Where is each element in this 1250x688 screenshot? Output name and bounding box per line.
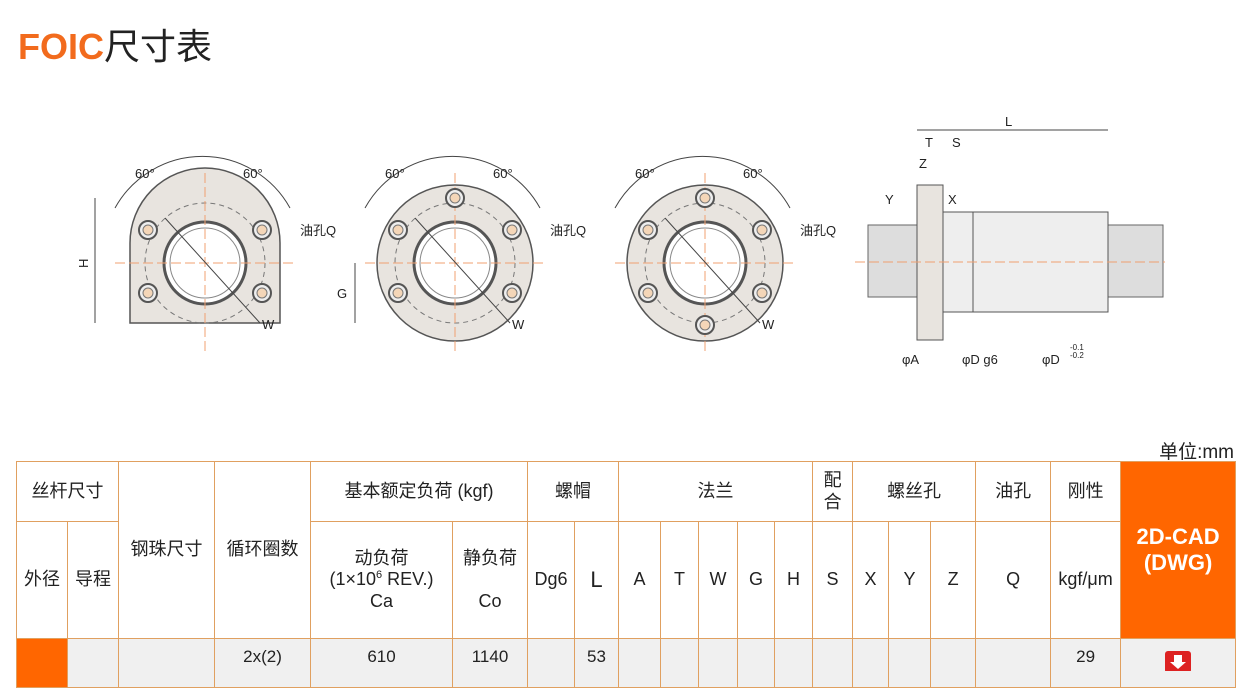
dimension-drawings: 60° 60° 油孔Q W H 60° 60° 油孔Q W G 60° 60° 油孔Q… — [76, 114, 1165, 367]
header-z: Z — [930, 521, 977, 639]
cell — [930, 638, 977, 688]
header-rigidity-unit: kgf/μm — [1050, 521, 1122, 639]
svg-text:油孔Q: 油孔Q — [550, 223, 586, 238]
header-a: A — [618, 521, 662, 639]
svg-text:X: X — [948, 192, 957, 207]
header-2d-cad: 2D-CAD(DWG) — [1120, 461, 1237, 639]
cell — [737, 638, 776, 688]
svg-text:Z: Z — [919, 156, 927, 171]
cell — [527, 638, 576, 688]
cell — [774, 638, 814, 688]
svg-text:H: H — [76, 259, 91, 268]
header-flange: 法兰 — [618, 461, 814, 522]
spec-table: 丝杆尺寸 钢珠尺寸 循环圈数 基本额定负荷 (kgf) 螺帽 法兰 配合 螺丝孔… — [16, 461, 1237, 688]
header-l: L — [574, 521, 620, 639]
header-dg6: Dg6 — [527, 521, 576, 639]
header-nut: 螺帽 — [527, 461, 620, 522]
header-fit: 配合 — [812, 461, 854, 522]
cad-download-button[interactable] — [1120, 638, 1237, 688]
download-icon — [1165, 651, 1192, 673]
cell: 53 — [574, 638, 620, 688]
cell — [67, 638, 119, 688]
unit-label: 单位:mm — [1159, 442, 1234, 463]
header-dynamic-load: 动负荷(1×106 REV.)Ca — [310, 521, 453, 639]
cell — [975, 638, 1052, 688]
svg-text:油孔Q: 油孔Q — [300, 223, 336, 238]
header-bolt-hole: 螺丝孔 — [852, 461, 977, 522]
svg-text:60°: 60° — [243, 166, 263, 181]
header-g: G — [737, 521, 776, 639]
header-h: H — [774, 521, 814, 639]
cell — [812, 638, 854, 688]
cell: 29 — [1050, 638, 1122, 688]
header-outer-diameter: 外径 — [16, 521, 68, 639]
svg-text:W: W — [262, 317, 275, 332]
header-load: 基本额定负荷 (kgf) — [309, 461, 529, 522]
cell: 610 — [310, 638, 453, 688]
cell — [888, 638, 932, 688]
header-oil-hole: 油孔 — [975, 461, 1052, 522]
header-rigidity: 刚性 — [1050, 461, 1122, 522]
header-t: T — [660, 521, 700, 639]
header-screw-size: 丝杆尺寸 — [16, 461, 119, 522]
cell: 1140 — [451, 638, 529, 688]
cell — [118, 638, 215, 688]
header-lead: 导程 — [67, 521, 119, 639]
svg-text:60°: 60° — [135, 166, 155, 181]
row-marker — [16, 638, 68, 688]
svg-text:S: S — [952, 135, 961, 150]
cell — [660, 638, 700, 688]
page-title: FOIC尺寸表 — [18, 26, 213, 67]
header-q: Q — [975, 521, 1052, 639]
svg-text:60°: 60° — [743, 166, 763, 181]
svg-text:L: L — [1005, 114, 1012, 129]
header-y: Y — [888, 521, 932, 639]
svg-text:Y: Y — [885, 192, 894, 207]
cell: 2x(2) — [214, 638, 311, 688]
svg-text:φD g6: φD g6 — [962, 352, 998, 367]
svg-text:φD: φD — [1042, 352, 1060, 367]
cell — [852, 638, 890, 688]
svg-text:60°: 60° — [635, 166, 655, 181]
svg-text:W: W — [762, 317, 775, 332]
header-s: S — [812, 521, 854, 639]
cell — [618, 638, 662, 688]
header-ball-size: 钢珠尺寸 — [118, 461, 215, 639]
header-w: W — [698, 521, 739, 639]
svg-text:油孔Q: 油孔Q — [800, 223, 836, 238]
svg-text:T: T — [925, 135, 933, 150]
svg-text:φA: φA — [902, 352, 919, 367]
svg-text:60°: 60° — [385, 166, 405, 181]
header-x: X — [852, 521, 890, 639]
svg-text:-0.2: -0.2 — [1070, 351, 1084, 360]
cell — [698, 638, 739, 688]
header-turns: 循环圈数 — [214, 461, 311, 639]
svg-text:G: G — [337, 286, 347, 301]
svg-text:W: W — [512, 317, 525, 332]
svg-text:60°: 60° — [493, 166, 513, 181]
table-row: 2x(2) 610 1140 53 29 — [16, 638, 1237, 688]
svg-text:-0.1: -0.1 — [1070, 343, 1084, 352]
